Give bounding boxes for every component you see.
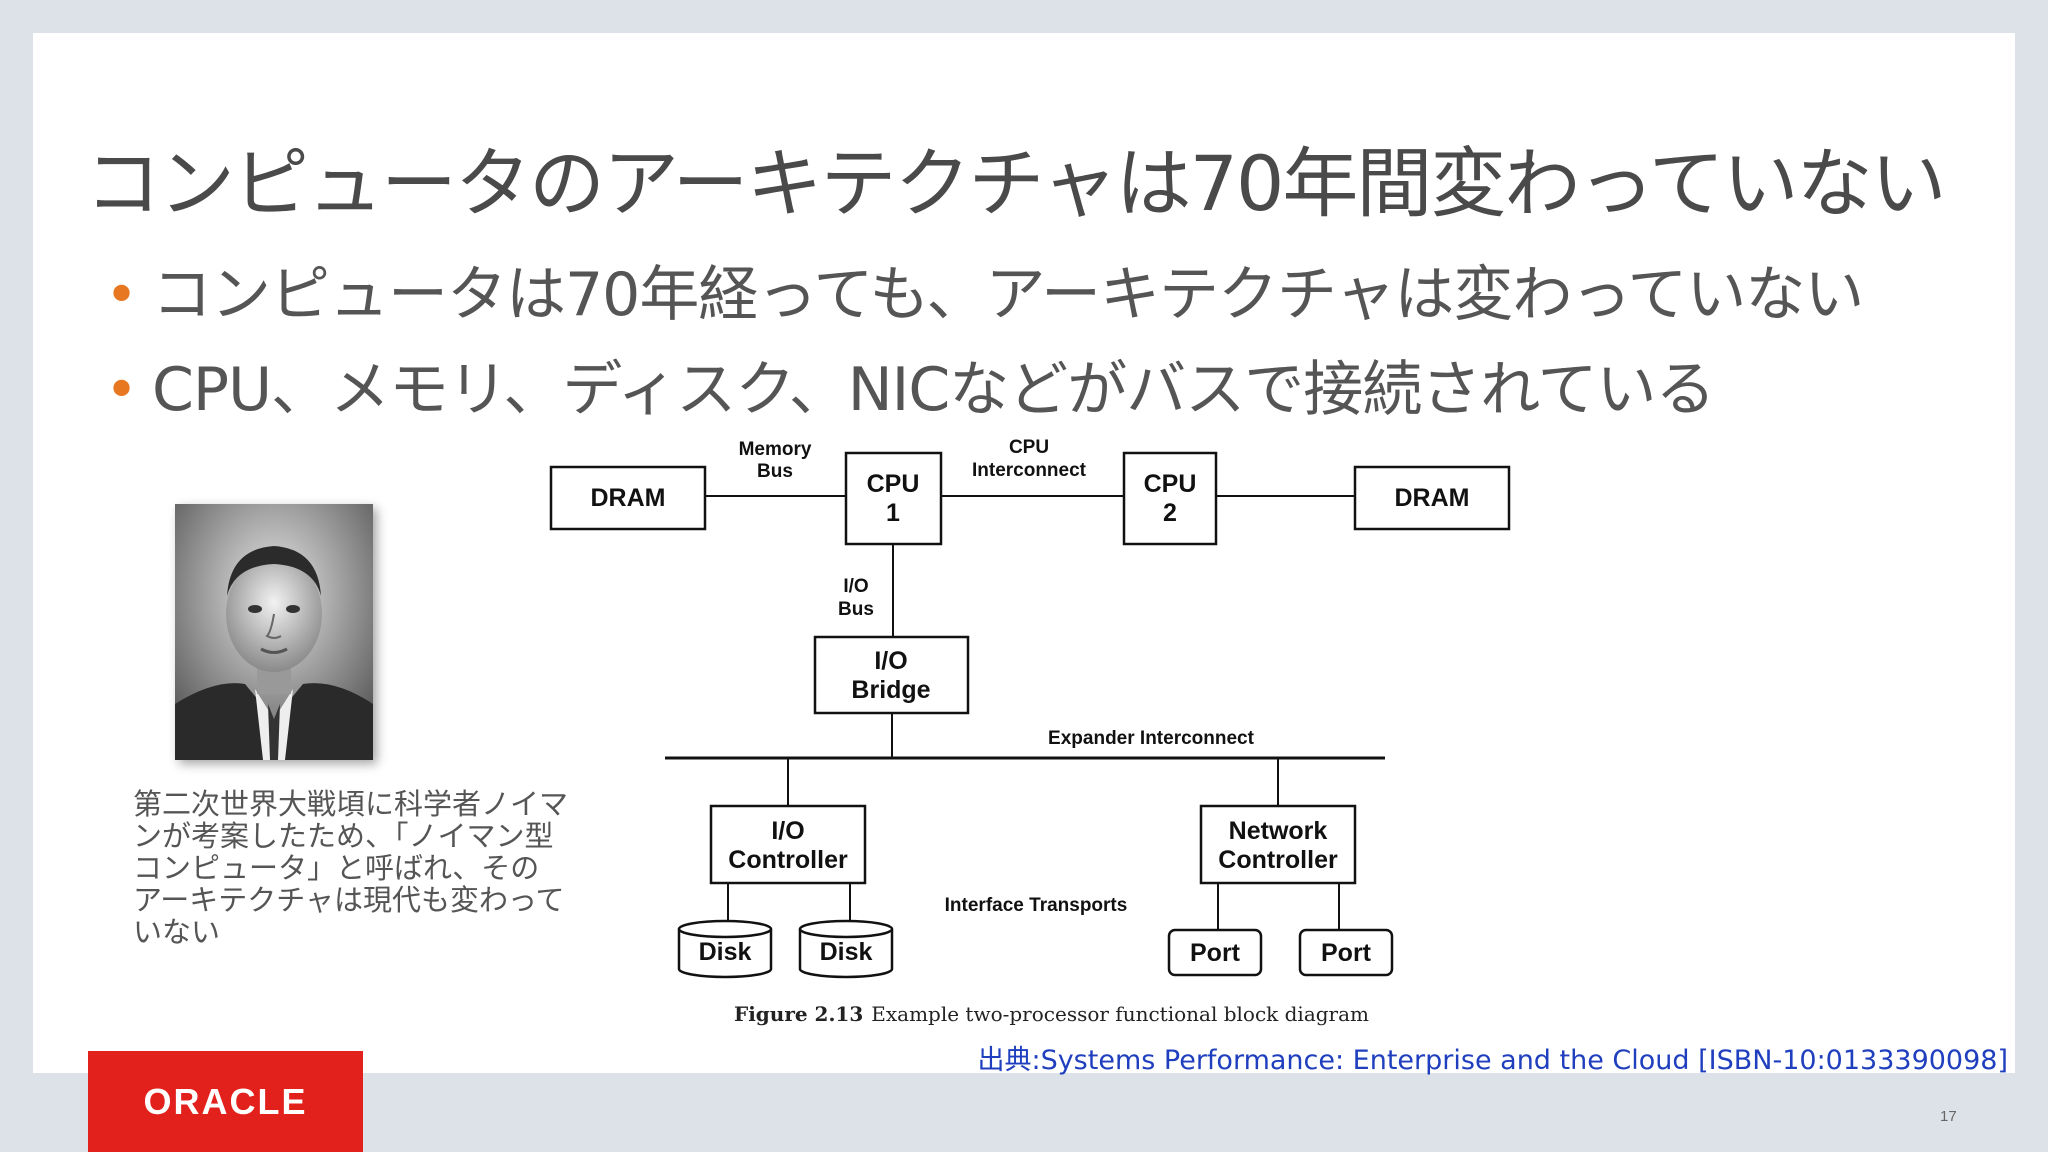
caption-line: いない — [133, 915, 221, 949]
portrait-caption: 第二次世界大戦頃に科学者ノイマ ンが考案したため、「ノイマン型 コンピュータ」と… — [133, 788, 603, 948]
caption-line: コンピュータ」と呼ばれ、その — [133, 851, 540, 885]
slide-title: コンピュータのアーキテクチャは70年間変わっていない — [85, 139, 1947, 228]
expander-interconnect-label: Expander Interconnect — [1048, 728, 1255, 749]
caption-line: 第二次世界大戦頃に科学者ノイマ — [133, 787, 569, 821]
cpu2-number: 2 — [1163, 499, 1177, 527]
cpu2-box — [1122, 451, 1218, 546]
port2-box — [1298, 928, 1394, 977]
memory-bus-label: Memory — [739, 439, 812, 460]
io-controller-box — [709, 804, 867, 885]
bullet-item: • CPU、メモリ、ディスク、NICなどがバスで接続されている — [105, 343, 1863, 438]
figure-caption-text: Example two-processor functional block d… — [871, 1002, 1369, 1026]
port1-box — [1167, 928, 1263, 977]
oracle-logo-text: ORACLE — [143, 1080, 308, 1122]
disk1-label: Disk — [699, 938, 752, 966]
network-controller-label: Network — [1229, 817, 1328, 845]
figure-caption: Figure 2.13 Example two-processor functio… — [734, 1002, 1369, 1026]
source-citation: 出典:Systems Performance: Enterprise and t… — [977, 1045, 2008, 1076]
cpu1-number: 1 — [886, 499, 900, 527]
interface-transports-label: Interface Transports — [945, 895, 1128, 916]
dram-right-label: DRAM — [1395, 484, 1470, 512]
io-bridge-label: I/O — [874, 647, 907, 675]
portrait-photo — [175, 504, 373, 760]
oracle-logo: ORACLE — [88, 1051, 363, 1152]
bullet-item: • コンピュータは70年経っても、アーキテクチャは変わっていない — [105, 248, 1864, 343]
bullet-text: コンピュータは70年経っても、アーキテクチャは変わっていない — [152, 260, 1864, 330]
disk2-cylinder — [798, 929, 894, 979]
port1-label: Port — [1190, 939, 1241, 967]
caption-line: ンが考案したため、「ノイマン型 — [133, 819, 554, 853]
dram-left-label: DRAM — [591, 484, 666, 512]
bullet-marker: • — [105, 263, 138, 328]
io-bus-label: I/O — [843, 576, 868, 597]
io-bus-label: Bus — [838, 599, 874, 620]
dram-left-box — [549, 465, 707, 531]
memory-bus-label: Bus — [757, 461, 793, 482]
bullet-list: • コンピュータは70年経っても、アーキテクチャは変わっていない • CPU、メ… — [105, 248, 1864, 438]
io-bridge-label: Bridge — [851, 676, 930, 704]
cpu-interconnect-label: Interconnect — [972, 460, 1087, 481]
cpu-interconnect-label: CPU — [1009, 437, 1049, 458]
bullet-text: CPU、メモリ、ディスク、NICなどがバスで接続されている — [152, 355, 1715, 425]
port2-label: Port — [1321, 939, 1372, 967]
cpu1-label: CPU — [867, 470, 920, 498]
dram-right-box — [1353, 465, 1511, 531]
io-controller-label: Controller — [728, 846, 848, 874]
cpu2-label: CPU — [1144, 470, 1197, 498]
io-bridge-box — [813, 635, 970, 715]
network-controller-label: Controller — [1218, 846, 1338, 874]
network-controller-box — [1199, 804, 1357, 885]
disk2-label: Disk — [820, 938, 873, 966]
page-number: 17 — [1940, 1108, 1957, 1125]
bullet-marker: • — [105, 358, 138, 423]
figure-number: Figure 2.13 — [734, 1002, 863, 1026]
io-controller-label: I/O — [771, 817, 804, 845]
caption-line: アーキテクチャは現代も変わって — [133, 883, 565, 917]
cpu1-box — [844, 451, 943, 546]
disk1-cylinder — [677, 929, 773, 979]
